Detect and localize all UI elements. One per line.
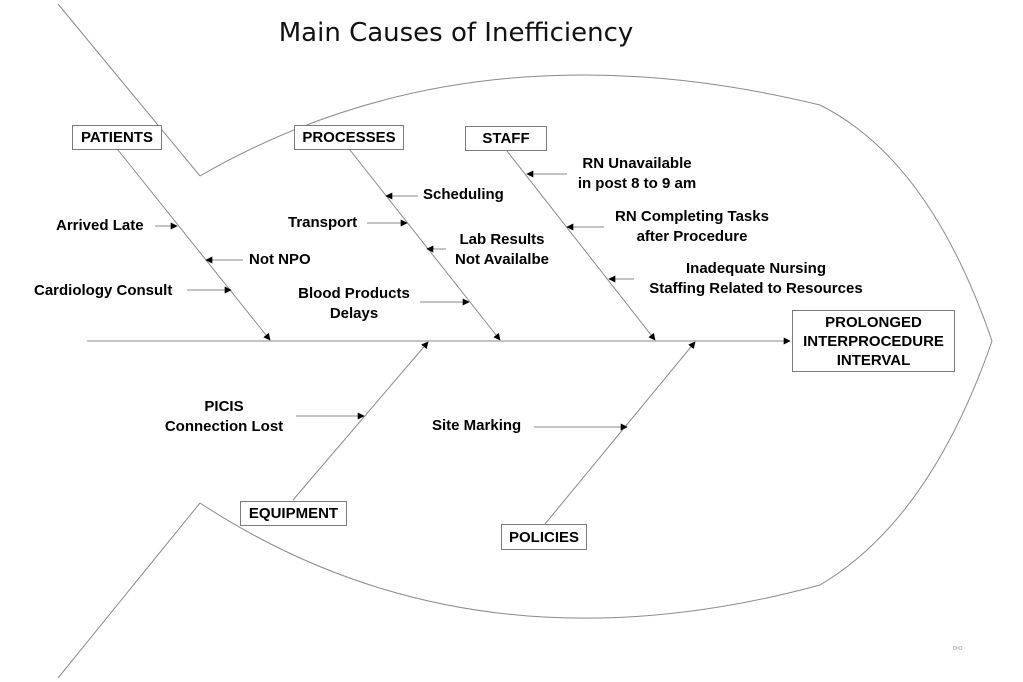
bone-policies xyxy=(544,341,696,525)
cause-picis-connection: PICIS Connection Lost xyxy=(164,398,284,435)
category-policies: POLICIES xyxy=(501,524,587,550)
category-staff: STAFF xyxy=(465,126,547,151)
cause-lab-results: Lab Results Not Availalbe xyxy=(455,231,549,268)
category-equipment: EQUIPMENT xyxy=(240,501,347,526)
fish-tail-upper xyxy=(57,3,201,177)
cause-inadequate-nursing: Inadequate Nursing Staffing Related to R… xyxy=(649,260,863,297)
link-icon: ⚯ xyxy=(953,642,963,655)
effect-box: PROLONGED INTERPROCEDURE INTERVAL xyxy=(792,310,955,372)
cause-transport: Transport xyxy=(288,214,358,231)
bone-patients xyxy=(117,149,271,341)
category-patients: PATIENTS xyxy=(72,125,162,150)
fish-body-upper xyxy=(199,74,993,342)
cause-cardiology-consult: Cardiology Consult xyxy=(34,282,173,299)
cause-rn-unavailable: RN Unavailable in post 8 to 9 am xyxy=(577,155,697,192)
diagram-title: Main Causes of Inefficiency xyxy=(278,18,634,48)
bone-processes xyxy=(349,149,501,341)
bone-equipment xyxy=(292,341,429,501)
fish-body-lower xyxy=(199,340,993,619)
fish-tail-lower xyxy=(57,502,201,679)
cause-not-npo: Not NPO xyxy=(249,251,311,268)
cause-blood-products: Blood Products Delays xyxy=(298,285,410,322)
cause-scheduling: Scheduling xyxy=(423,186,504,203)
bone-staff xyxy=(506,150,656,341)
category-processes: PROCESSES xyxy=(294,125,404,150)
cause-site-marking: Site Marking xyxy=(432,417,522,434)
cause-rn-completing: RN Completing Tasks after Procedure xyxy=(615,208,769,245)
cause-arrived-late: Arrived Late xyxy=(56,217,144,234)
